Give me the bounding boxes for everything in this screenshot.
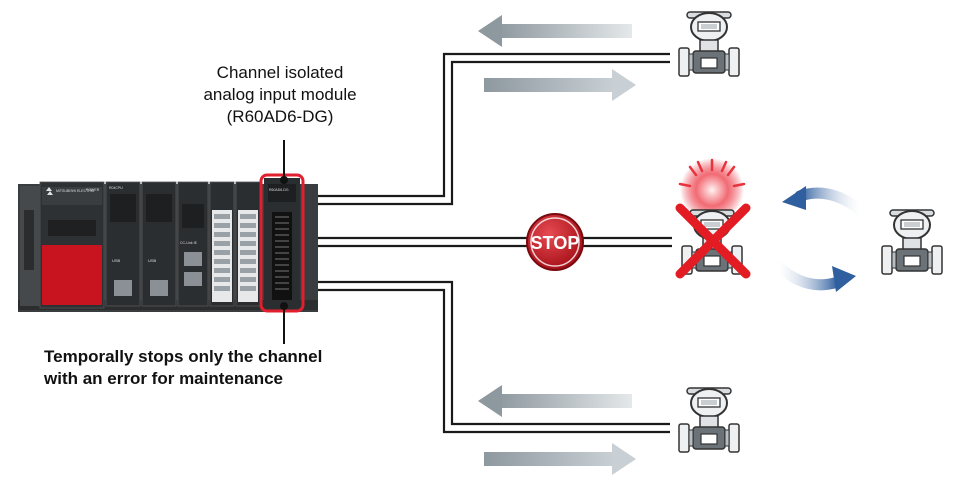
cpu-label-1: R04CPU [109,186,123,190]
plc-rack: MITSUBISHI ELECTRIC POWER R04CPU USB USB… [18,173,318,313]
module-highlight-frame [259,173,305,313]
cpu-module-1: R04CPU USB [105,181,141,307]
power-supply-module: MITSUBISHI ELECTRIC POWER [39,181,105,309]
flow-arrow-top-left [478,15,632,47]
module-label-line3: (R60AD6-DG) [226,107,334,126]
usb-label-2: USB [148,258,157,263]
stop-sign: STOP [526,213,584,271]
cpu-module-2: USB [141,181,177,307]
flow-arrow-top-right [484,69,636,101]
io-module-2 [235,181,261,307]
flow-arrow-bottom-left [478,385,632,417]
cross-icon [675,203,751,279]
replace-arrow-top-icon [782,186,866,216]
cable-middle [300,236,672,248]
module-label-line1: Channel isolated [216,63,344,82]
io-module-1 [209,181,235,307]
callout-leader-top [280,140,288,184]
failed-transmitter [675,158,751,279]
module-label-line2: analog input module [203,85,357,104]
usb-label-1: USB [112,258,121,263]
transmitter-bottom-icon [678,387,740,453]
note-line2: with an error for maintenance [44,369,283,388]
replace-arrow-bottom-icon [772,260,856,292]
network-module: CC-Link IE [177,181,209,307]
stop-sign-text: STOP [531,233,580,253]
transmitter-replacement-icon [881,209,943,275]
alert-burst-icon [678,158,746,222]
flow-arrow-bottom-right [484,443,636,475]
module-model-text: R60AD6-DG [269,188,289,192]
analog-input-module: R60AD6-DG [264,178,300,308]
module-callout-label: Channel isolated analog input module (R6… [180,62,380,128]
brand-text: MITSUBISHI ELECTRIC [56,189,95,193]
transmitter-top-icon [678,11,740,77]
cable-top [300,52,670,206]
cc-link-label: CC-Link IE [180,241,198,245]
power-text: POWER [86,188,100,192]
maintenance-note: Temporally stops only the channel with a… [44,346,322,390]
cable-bottom [300,280,670,434]
callout-leader-bottom [280,302,288,344]
note-line1: Temporally stops only the channel [44,347,323,366]
